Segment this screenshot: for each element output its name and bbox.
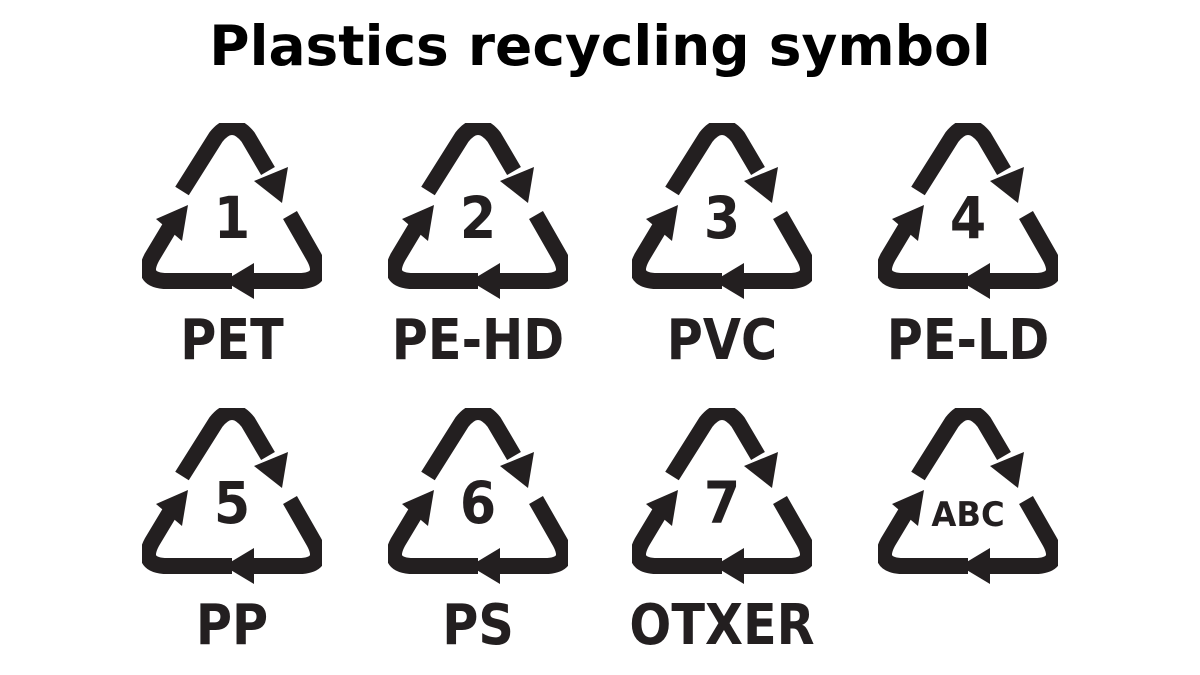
resin-label: PP — [195, 593, 269, 658]
resin-code: 4 — [949, 184, 987, 252]
recycling-triangle-icon: 6 — [388, 408, 568, 584]
resin-label: PE-HD — [391, 308, 565, 373]
resin-label: PVC — [666, 308, 778, 373]
recycling-triangle-icon: 7 — [632, 408, 812, 584]
resin-code: 6 — [459, 469, 497, 537]
recycling-triangle-icon: ABC — [878, 408, 1058, 584]
resin-code: ABC — [931, 495, 1005, 535]
resin-code: 7 — [703, 469, 741, 537]
resin-label: PET — [180, 308, 284, 373]
recycling-triangle-icon: 5 — [142, 408, 322, 584]
resin-code: 1 — [213, 184, 251, 252]
resin-label: OTXER — [629, 593, 815, 658]
resin-code: 2 — [459, 184, 497, 252]
resin-label: PS — [442, 593, 514, 658]
resin-label: PE-LD — [886, 308, 1050, 373]
recycling-triangle-icon: 1 — [142, 123, 322, 299]
recycling-triangle-icon: 3 — [632, 123, 812, 299]
page-title: Plastics recycling symbol — [209, 14, 991, 78]
recycling-triangle-icon: 2 — [388, 123, 568, 299]
recycling-triangle-icon: 4 — [878, 123, 1058, 299]
resin-code: 5 — [213, 469, 251, 537]
resin-code: 3 — [703, 184, 741, 252]
